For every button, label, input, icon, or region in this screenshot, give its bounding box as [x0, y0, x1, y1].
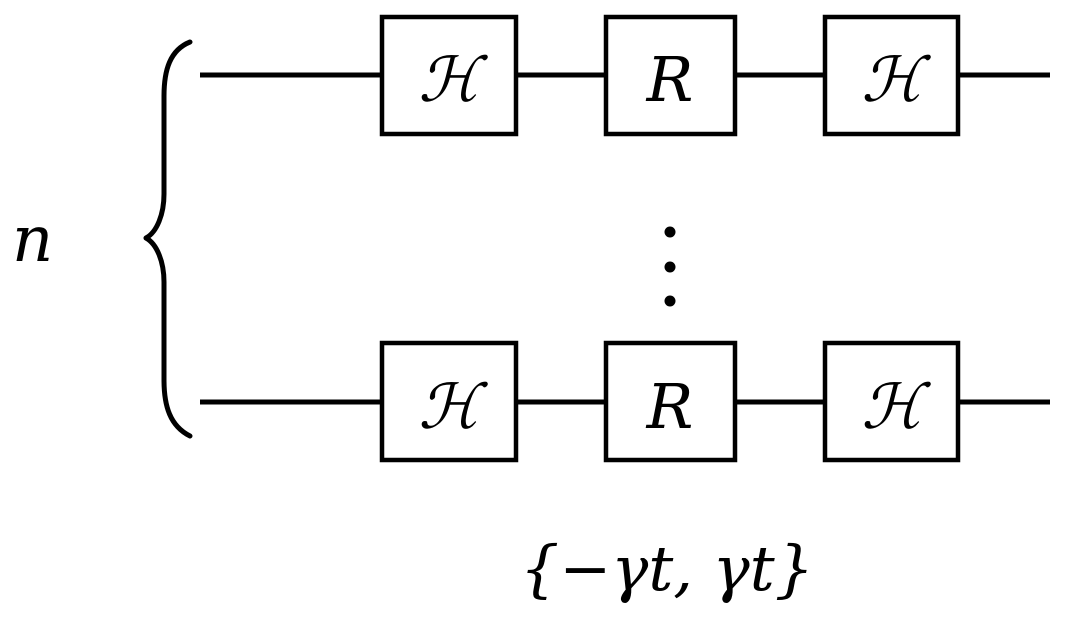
bottom-gate-3-box	[822, 340, 961, 463]
bottom-gate-1-box	[379, 340, 519, 463]
register-label: n	[12, 203, 53, 277]
top-gate-2-box	[603, 14, 738, 137]
top-gate-1: ℋ	[379, 14, 519, 137]
rotation-angle-set: {−γt, γt}	[520, 532, 814, 605]
ellipsis-dot-2	[664, 261, 676, 273]
top-gate-2-label: R	[646, 43, 694, 116]
bottom-gate-3: ℋ	[822, 340, 961, 463]
top-gate-3-box	[822, 14, 961, 137]
bottom-gate-2-box	[603, 340, 738, 463]
top-gate-3: ℋ	[822, 14, 961, 137]
left-curly-brace	[143, 39, 193, 439]
top-gate-3-label: ℋ	[861, 43, 931, 116]
top-gate-1-box	[379, 14, 519, 137]
bottom-gate-2: R	[603, 340, 738, 463]
top-gate-1-label: ℋ	[418, 43, 488, 116]
top-gate-2: R	[603, 14, 738, 137]
ellipsis-dot-3	[664, 295, 676, 307]
vertical-ellipsis	[664, 226, 676, 307]
bottom-gate-2-label: R	[646, 370, 694, 443]
bottom-gate-3-label: ℋ	[861, 370, 931, 443]
ellipsis-dot-1	[664, 226, 676, 238]
bottom-gate-1-label: ℋ	[418, 370, 488, 443]
bottom-gate-1: ℋ	[379, 340, 519, 463]
